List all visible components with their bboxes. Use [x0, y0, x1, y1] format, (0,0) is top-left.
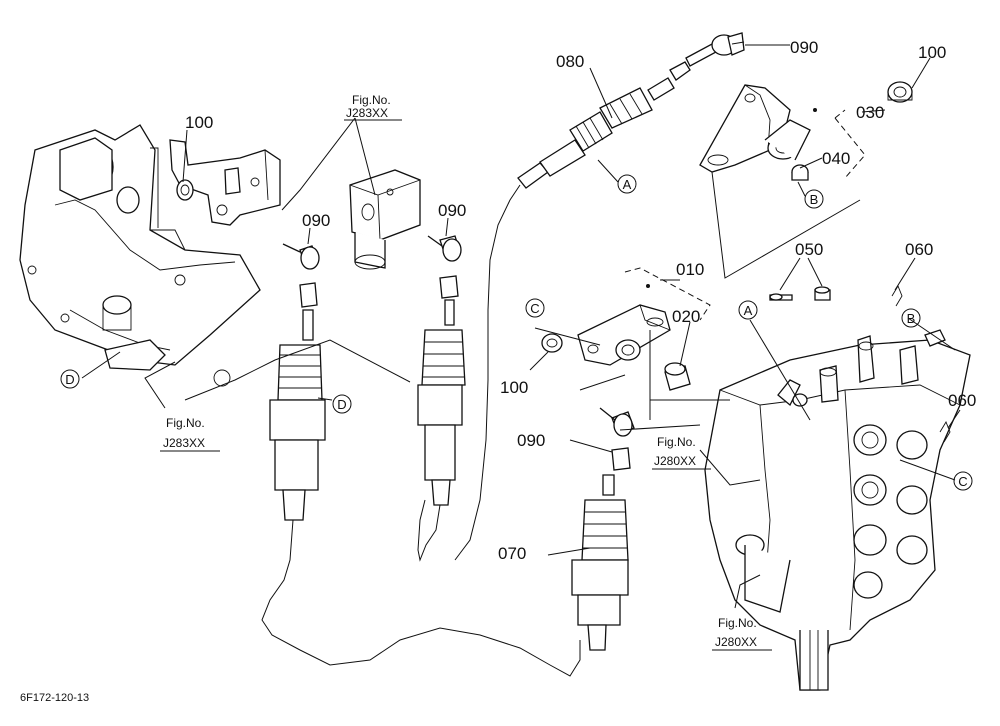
label-100-mid: 100: [500, 378, 528, 397]
left-cables-drawing: [261, 184, 581, 677]
ref-c-valve: C: [953, 471, 973, 491]
label-090-mid: 090: [438, 201, 466, 220]
svg-text:J283XX: J283XX: [163, 436, 205, 450]
label-100-top-right: 100: [918, 43, 946, 62]
svg-text:J283XX: J283XX: [346, 106, 388, 120]
ref-c-bracket: C: [525, 298, 545, 318]
top-cable-drawing: [517, 32, 913, 189]
fig-ref-valve-bottom: Fig.No. J280XX: [712, 616, 772, 651]
label-030: 030: [856, 103, 884, 122]
label-090-lower: 090: [517, 431, 545, 450]
svg-text:A: A: [623, 177, 632, 192]
svg-text:Fig.No.: Fig.No.: [657, 435, 696, 449]
svg-text:C: C: [958, 474, 967, 489]
leader-lines: [81, 44, 961, 609]
label-040: 040: [822, 149, 850, 168]
svg-text:D: D: [65, 372, 74, 387]
label-020: 020: [672, 307, 700, 326]
svg-text:B: B: [907, 311, 916, 326]
svg-text:Fig.No.: Fig.No.: [166, 416, 205, 430]
diagram-code: 6F172-120-13: [20, 692, 89, 704]
mid-bracket-drawing: [541, 267, 711, 651]
svg-text:D: D: [337, 397, 346, 412]
left-bracket-drawing: [19, 124, 421, 387]
label-070: 070: [498, 544, 526, 563]
label-090-top: 090: [790, 38, 818, 57]
label-090-left: 090: [302, 211, 330, 230]
fig-ref-valve-mid: Fig.No. J280XX: [652, 435, 711, 470]
fig-ref-top: Fig.No. J283XX: [344, 93, 402, 121]
ref-b-valve: B: [901, 308, 921, 328]
ref-b-top: B: [804, 189, 824, 209]
label-060-right: 060: [948, 391, 976, 410]
svg-text:B: B: [810, 192, 819, 207]
ref-a-top: A: [617, 174, 637, 194]
label-100-left: 100: [185, 113, 213, 132]
svg-text:J280XX: J280XX: [654, 454, 696, 468]
svg-text:Fig.No.: Fig.No.: [352, 93, 391, 107]
label-010: 010: [676, 260, 704, 279]
label-050: 050: [795, 240, 823, 259]
ref-a-valve: A: [738, 300, 758, 320]
fig-ref-left: Fig.No. J283XX: [160, 416, 220, 452]
label-060-top: 060: [905, 240, 933, 259]
label-080: 080: [556, 52, 584, 71]
circled-refs: A B A B C C D D: [60, 174, 973, 491]
svg-text:C: C: [530, 301, 539, 316]
svg-text:A: A: [744, 303, 753, 318]
svg-text:Fig.No.: Fig.No.: [718, 616, 757, 630]
ref-d-cable: D: [332, 394, 352, 414]
svg-text:J280XX: J280XX: [715, 635, 757, 649]
part-labels: 080 090 100 030 040 100 090 090 050 060 …: [185, 38, 976, 563]
figure-refs: Fig.No. J283XX Fig.No. J283XX Fig.No. J2…: [160, 93, 772, 651]
control-valve-drawing: [704, 284, 971, 691]
ref-d-left: D: [60, 369, 80, 389]
